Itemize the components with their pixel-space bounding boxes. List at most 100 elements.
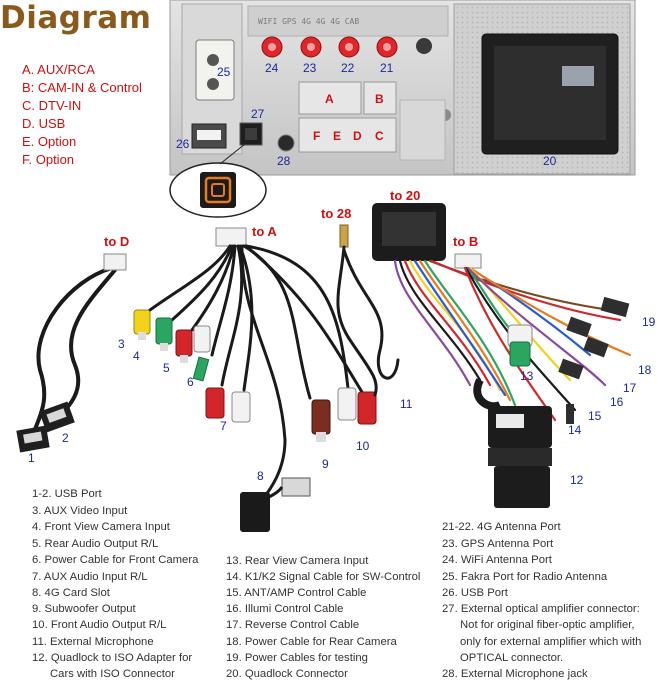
- socket-fedc: [298, 117, 397, 153]
- panel-number-23: 23: [303, 61, 317, 75]
- description-27-cont-1: Not for original fiber-optic amplifier,: [460, 619, 635, 631]
- antenna-port-22: [338, 36, 360, 58]
- usb-plug-1: [16, 425, 50, 453]
- front-camera-power-plug: [192, 356, 210, 382]
- panel-screw: [416, 38, 432, 54]
- description-17: 17. Reverse Control Cable: [226, 619, 360, 631]
- quadlock-socket: [481, 33, 619, 155]
- socket-letter-f: F: [313, 129, 320, 143]
- quadlock-harness: [372, 203, 632, 508]
- legend-item-d: D. USB: [22, 116, 66, 131]
- description-8: 8. 4G Card Slot: [32, 587, 110, 599]
- description-12-cont: Cars with ISO Connector: [50, 668, 175, 680]
- legend-item-c: C. DTV-IN: [22, 98, 82, 113]
- cable-number-12: 12: [570, 473, 584, 487]
- cable-number-6: 6: [187, 375, 194, 389]
- socket-letter-a: A: [325, 92, 334, 106]
- label-to-d: to D: [104, 234, 129, 249]
- rca-plug-red-5: [175, 329, 193, 363]
- cable-number-11: 11: [400, 397, 413, 411]
- description-9: 9. Subwoofer Output: [32, 603, 136, 615]
- description-6: 6. Power Cable for Front Camera: [32, 554, 199, 566]
- rca-plugs-10: [337, 387, 377, 425]
- cable-number-7: 7: [220, 419, 227, 433]
- fakra-port: [195, 39, 235, 101]
- rca-plugs-7: [205, 387, 251, 423]
- cable-number-8: 8: [257, 469, 264, 483]
- socket-letter-e: E: [333, 129, 341, 143]
- optical-port: [239, 122, 263, 146]
- cable-number-2: 2: [62, 431, 69, 445]
- label-to-20: to 20: [390, 188, 420, 203]
- zoom-pointer: [219, 139, 251, 165]
- description-24: 24. WiFi Antenna Port: [442, 554, 552, 566]
- description-3: 3. AUX Video Input: [32, 505, 128, 517]
- optical-zoom-bubble: [169, 162, 267, 218]
- description-15: 15. ANT/AMP Control Cable: [226, 587, 367, 599]
- mic-jack: [277, 134, 295, 152]
- rca-harness: [148, 227, 364, 502]
- panel-number-28: 28: [277, 154, 291, 168]
- panel-number-27: 27: [251, 107, 265, 121]
- cable-number-17: 17: [623, 381, 637, 395]
- description-11: 11. External Microphone: [32, 636, 154, 648]
- rca-plug-green: [155, 317, 173, 351]
- cable-number-16: 16: [610, 395, 624, 409]
- panel-number-22: 22: [341, 61, 355, 75]
- legend-item-a: A. AUX/RCA: [22, 62, 95, 77]
- cable-number-9: 9: [322, 457, 329, 471]
- cable-number-1: 1: [28, 451, 35, 465]
- rca-plug-yellow: [133, 309, 151, 340]
- cable-number-3: 3: [118, 337, 125, 351]
- card-slot-4g: [240, 477, 311, 532]
- legend-item-b: B: CAM-IN & Control: [22, 80, 142, 95]
- description-16: 16. Illumi Control Cable: [226, 603, 344, 615]
- legend-item-e: E. Option: [22, 134, 77, 149]
- usb-port-26: [191, 123, 227, 149]
- description-20: 20. Quadlock Connector: [226, 668, 348, 680]
- panel-number-21: 21: [380, 61, 394, 75]
- description-18: 18. Power Cable for Rear Camera: [226, 636, 397, 648]
- cable-number-15: 15: [588, 409, 602, 423]
- socket-letter-c: C: [375, 129, 384, 143]
- cable-number-19: 19: [642, 315, 656, 329]
- panel-number-24: 24: [265, 61, 279, 75]
- description-25: 25. Fakra Port for Radio Antenna: [442, 571, 608, 583]
- rca-plug-subwoofer: [311, 399, 331, 442]
- description-27-cont-2: only for external amplifier which with: [460, 636, 642, 648]
- cable-number-10: 10: [356, 439, 370, 453]
- cable-number-5: 5: [163, 361, 170, 375]
- description-23: 23. GPS Antenna Port: [442, 538, 554, 550]
- description-5: 5. Rear Audio Output R/L: [32, 538, 159, 550]
- cable-number-4: 4: [133, 349, 140, 363]
- description-10: 10. Front Audio Output R/L: [32, 619, 167, 631]
- label-to-28: to 28: [321, 206, 351, 221]
- rca-plug-white-5: [193, 325, 211, 353]
- description-28: 28. External Microphone jack: [442, 668, 588, 680]
- label-to-b: to B: [453, 234, 478, 249]
- antenna-port-23: [300, 36, 322, 58]
- usb-cables: [32, 253, 127, 434]
- mic-cable: [336, 224, 400, 397]
- usb-plug-2: [39, 401, 75, 433]
- description-1-2: 1-2. USB Port: [32, 488, 102, 500]
- description-19: 19. Power Cables for testing: [226, 652, 368, 664]
- page-title: Diagram: [0, 0, 152, 36]
- description-13: 13. Rear View Camera Input: [226, 555, 369, 567]
- description-27: 27. External optical amplifier connector…: [442, 603, 640, 615]
- description-27-cont-3: OPTICAL connector.: [460, 652, 564, 664]
- socket-letter-d: D: [353, 129, 362, 143]
- cable-number-13: 13: [520, 369, 534, 383]
- socket-b: [363, 81, 397, 115]
- label-to-a: to A: [252, 224, 277, 239]
- panel-silk-text: WIFI GPS 4G 4G 4G CAB: [258, 17, 359, 26]
- cable-number-14: 14: [568, 423, 582, 437]
- description-21-22: 21-22. 4G Antenna Port: [442, 521, 561, 533]
- socket-a: [298, 81, 362, 115]
- panel-number-26: 26: [176, 137, 190, 151]
- antenna-port-24: [261, 36, 283, 58]
- description-14: 14. K1/K2 Signal Cable for SW-Control: [226, 571, 421, 583]
- description-12: 12. Quadlock to ISO Adapter for: [32, 652, 193, 664]
- description-7: 7. AUX Audio Input R/L: [32, 571, 148, 583]
